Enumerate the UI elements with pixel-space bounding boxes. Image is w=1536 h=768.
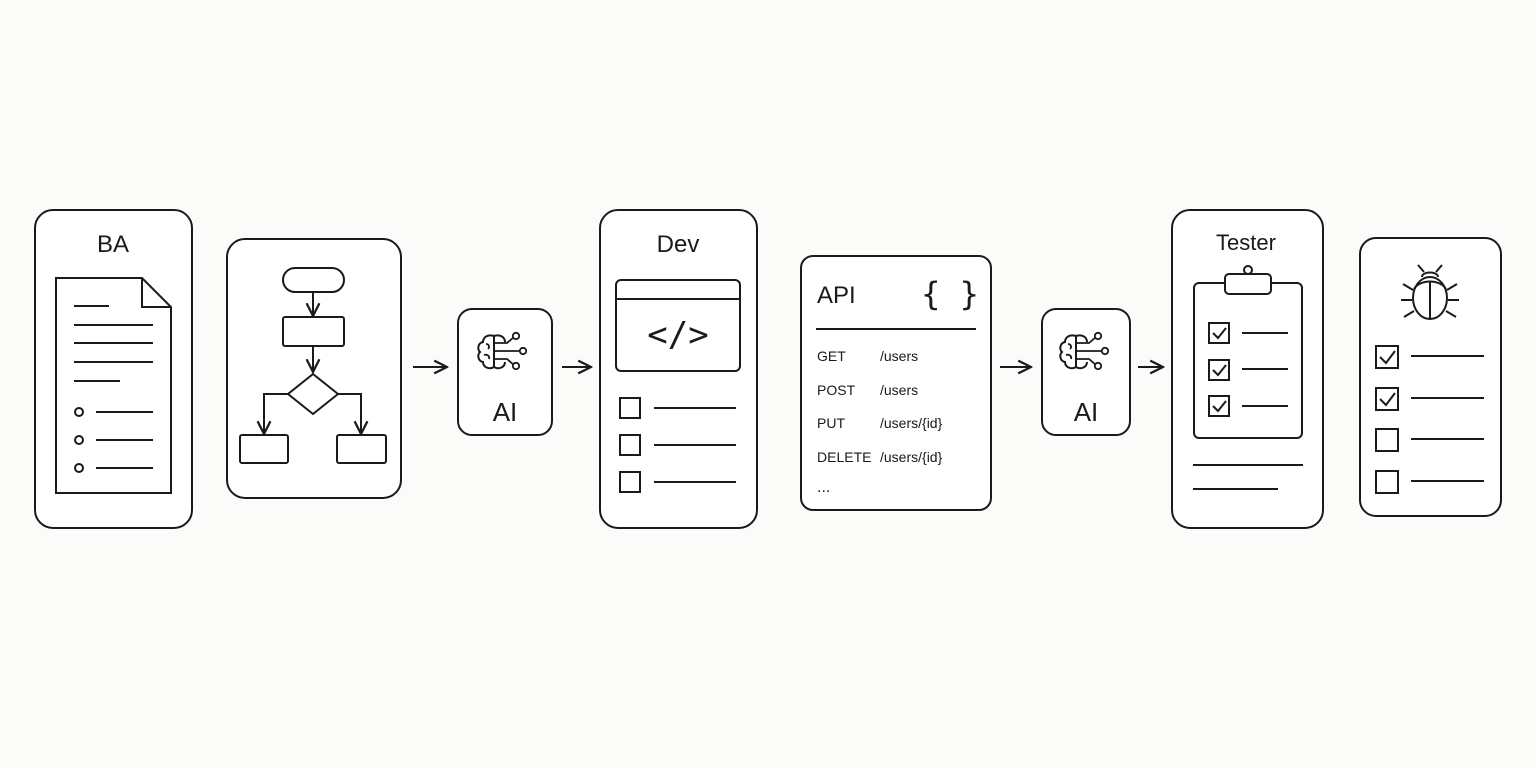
checkbox [619, 471, 641, 493]
curly-braces-icon: { } [921, 275, 979, 313]
dev-card-title: Dev [657, 231, 700, 258]
checkbox-checked [1375, 345, 1399, 369]
checkbox-checked [1208, 395, 1230, 417]
bug-icon [1401, 264, 1459, 320]
code-window-icon: </> [615, 279, 741, 372]
endpoint-method: PUT [817, 415, 845, 431]
bug-card [1359, 237, 1502, 517]
ai-step-1-label: AI [493, 397, 518, 427]
ba-card: BA [34, 209, 193, 529]
checkbox [1375, 470, 1399, 494]
checkbox [619, 397, 641, 419]
api-card-title: API [817, 282, 856, 309]
dev-checklist [619, 397, 736, 493]
endpoint-method: POST [817, 382, 856, 398]
endpoint-path: /users [880, 348, 918, 364]
tester-card: Tester [1171, 209, 1324, 529]
endpoint-path: /users/{id} [880, 449, 943, 465]
checkbox [1375, 428, 1399, 452]
ba-card-title: BA [97, 231, 129, 258]
ai-step-1: AI [457, 308, 553, 436]
dev-card: Dev </> [599, 209, 758, 529]
endpoint-path: /users [880, 382, 918, 398]
clipboard-checklist-icon [1193, 265, 1303, 439]
endpoint-list: GET /users POST /users PUT /users/{id} D… [817, 348, 943, 496]
checkbox-checked [1208, 322, 1230, 344]
code-glyph: </> [647, 315, 708, 355]
flowchart-icon [239, 267, 387, 464]
endpoint-method: DELETE [817, 449, 871, 465]
endpoint-method: GET [817, 348, 846, 364]
ai-step-2-label: AI [1074, 397, 1099, 427]
checkbox-checked [1208, 359, 1230, 381]
endpoint-more: ... [817, 479, 830, 496]
document-icon [55, 277, 172, 494]
flowchart-card [226, 238, 402, 499]
tester-card-title: Tester [1216, 230, 1276, 255]
api-card: API { } GET /users POST /users PUT /user… [800, 255, 992, 511]
checkbox [619, 434, 641, 456]
checkbox-checked [1375, 387, 1399, 411]
ai-step-2: AI [1041, 308, 1131, 436]
endpoint-path: /users/{id} [880, 415, 943, 431]
